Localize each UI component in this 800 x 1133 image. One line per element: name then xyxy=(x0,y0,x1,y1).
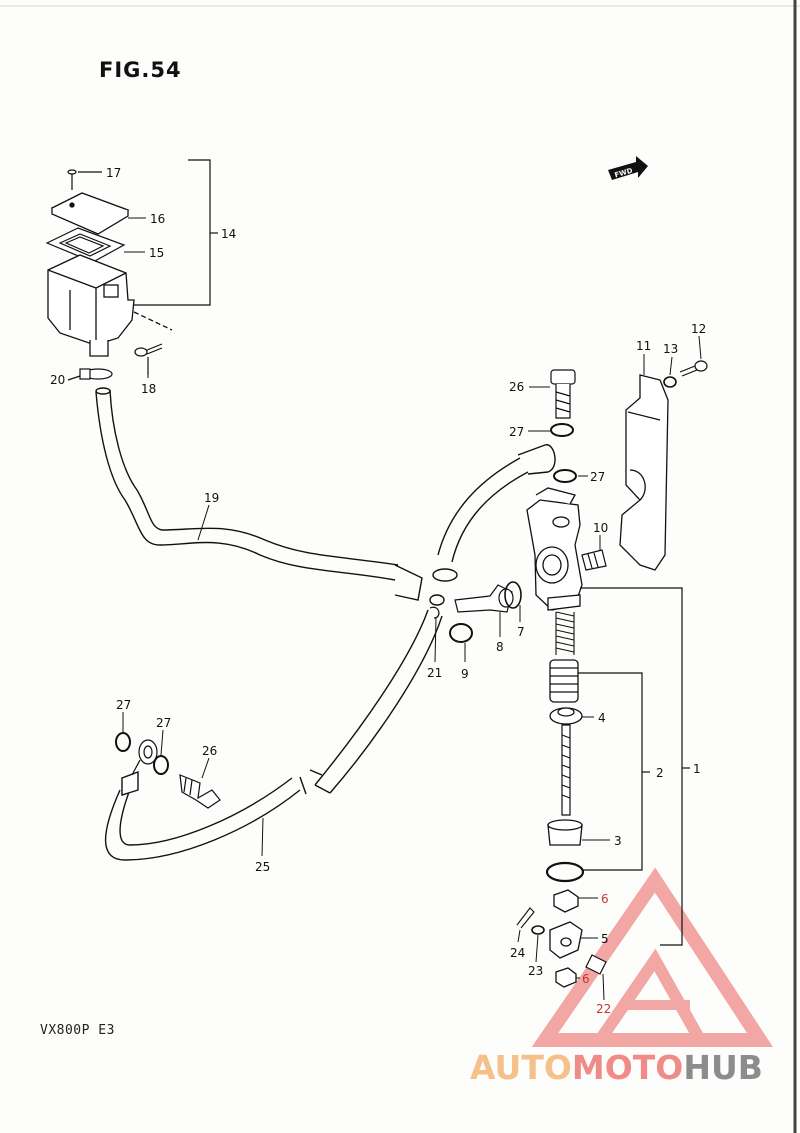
bracket-2 xyxy=(578,672,650,871)
callout-26-top: 26 xyxy=(509,380,524,394)
circlip-9 xyxy=(449,623,473,643)
callout-27-d: 27 xyxy=(156,716,171,730)
fwd-arrow-icon: FWD xyxy=(608,156,648,180)
pin-22 xyxy=(585,954,607,975)
callout-8: 8 xyxy=(496,640,504,654)
callout-22: 22 xyxy=(596,1002,611,1016)
callout-27-c: 27 xyxy=(116,698,131,712)
callout-6-top: 6 xyxy=(601,892,609,906)
callout-9: 9 xyxy=(461,667,469,681)
clevis-5 xyxy=(549,921,583,959)
union-bolt-26-top xyxy=(550,369,576,419)
figure-title: FIG.54 xyxy=(99,58,182,82)
reservoir-body xyxy=(47,254,173,357)
callout-6-bottom: 6 xyxy=(582,972,590,986)
elbow-fitting-8 xyxy=(454,584,514,613)
callout-13: 13 xyxy=(663,342,678,356)
callout-27-b: 27 xyxy=(590,470,605,484)
guard-11 xyxy=(619,374,669,571)
callout-16: 16 xyxy=(150,212,165,226)
watermark-part-1: AUTO xyxy=(470,1048,572,1087)
callout-10: 10 xyxy=(593,521,608,535)
clamp-20 xyxy=(67,368,113,381)
cotter-pin-24 xyxy=(516,907,535,929)
callout-23: 23 xyxy=(528,964,543,978)
hose-19 xyxy=(95,387,423,601)
boot-4 xyxy=(549,707,583,725)
callout-14: 14 xyxy=(221,227,236,241)
reservoir-cap-16 xyxy=(50,192,130,235)
spring xyxy=(555,611,575,655)
model-code: VX800P E3 xyxy=(40,1023,115,1038)
washer-13 xyxy=(663,376,677,388)
callout-1: 1 xyxy=(693,762,701,776)
bolt-12 xyxy=(679,360,708,377)
callout-24: 24 xyxy=(510,946,525,960)
washer-27-d xyxy=(153,755,169,775)
leader-lines xyxy=(122,217,702,1001)
washer-27-c xyxy=(115,732,131,752)
banjo-fitting xyxy=(131,739,158,776)
callout-3: 3 xyxy=(614,834,622,848)
callout-labels: 17 16 15 14 18 20 19 11 12 13 26 27 27 1… xyxy=(50,166,706,1016)
callout-2: 2 xyxy=(656,766,664,780)
bracket-14 xyxy=(130,159,218,306)
circlip-7 xyxy=(504,581,522,609)
hose-25 xyxy=(104,609,443,861)
callout-25: 25 xyxy=(255,860,270,874)
callout-19: 19 xyxy=(204,491,219,505)
piston-assembly-2 xyxy=(549,659,579,703)
bushing-3 xyxy=(547,819,583,846)
upper-hose xyxy=(429,444,556,606)
washer-27-b xyxy=(553,469,577,483)
callout-11: 11 xyxy=(636,339,651,353)
nut-6-bottom xyxy=(555,967,577,988)
callout-7: 7 xyxy=(517,625,525,639)
clip-21 xyxy=(429,606,440,619)
washer-27-a xyxy=(550,423,574,437)
callout-15: 15 xyxy=(149,246,164,260)
callout-21: 21 xyxy=(427,666,442,680)
bracket-1 xyxy=(580,587,690,946)
callout-4: 4 xyxy=(598,711,606,725)
nut-6-top xyxy=(553,889,579,913)
union-bolt-26-bottom xyxy=(179,774,221,809)
callout-20: 20 xyxy=(50,373,65,387)
callout-17: 17 xyxy=(106,166,121,180)
washer-23 xyxy=(531,925,545,935)
watermark-part-3: HUB xyxy=(683,1048,763,1087)
callout-18: 18 xyxy=(141,382,156,396)
callout-27-a: 27 xyxy=(509,425,524,439)
callout-12: 12 xyxy=(691,322,706,336)
screw-17 xyxy=(67,169,102,190)
watermark-text: AUTOMOTOHUB xyxy=(470,1048,763,1087)
master-cylinder-body xyxy=(526,487,583,611)
bolt-10 xyxy=(581,549,607,571)
watermark-part-2: MOTO xyxy=(571,1048,684,1087)
pushrod xyxy=(561,724,571,816)
callout-26-bottom: 26 xyxy=(202,744,217,758)
circlip-lower xyxy=(545,861,585,883)
callout-5: 5 xyxy=(601,932,609,946)
